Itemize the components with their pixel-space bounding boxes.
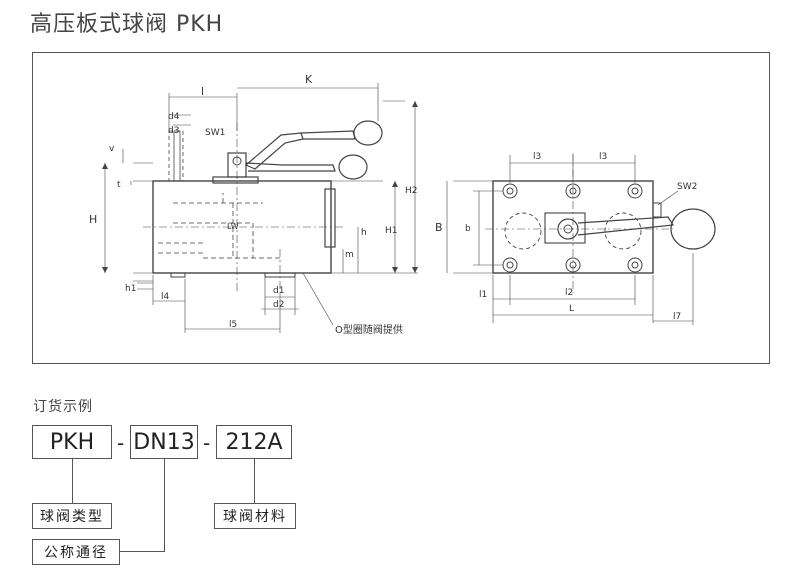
technical-drawing: l K d4 d3 SW1 v t H H2 H1 h m LW h1 l4 l… [89, 73, 716, 336]
dim-H: H [89, 213, 97, 226]
separator-1: - [117, 431, 125, 455]
connector-material [254, 459, 255, 503]
separator-2: - [203, 431, 211, 455]
connector-dn-vertical [164, 459, 165, 551]
dim-SW2: SW2 [677, 182, 697, 192]
dim-LW: LW [227, 222, 239, 231]
dim-SW1: SW1 [205, 128, 225, 138]
dim-H2: H2 [405, 186, 418, 196]
dim-b: b [465, 224, 471, 234]
dim-d3: d3 [168, 126, 179, 136]
dim-d4: d4 [168, 112, 180, 122]
dim-t: t [117, 180, 121, 190]
dim-l3-left: l3 [533, 152, 541, 162]
dim-h: h [361, 228, 367, 238]
code-box-dn: DN13 [130, 425, 198, 459]
code-box-material: 212A [216, 425, 292, 459]
dim-l4: l4 [161, 292, 170, 302]
label-valve-material: 球阀材料 [214, 503, 296, 529]
dim-d2: d2 [273, 300, 284, 310]
dim-H1: H1 [385, 226, 398, 236]
dim-l2: l2 [565, 288, 573, 298]
page-title: 高压板式球阀 PKH [30, 12, 224, 37]
dim-l7: l7 [673, 312, 681, 322]
dim-l5: l5 [229, 320, 237, 330]
side-view [102, 83, 418, 333]
dim-B: B [435, 221, 443, 234]
dim-l1: l1 [479, 290, 487, 300]
dim-m: m [345, 250, 354, 260]
dim-h1: h1 [125, 284, 136, 294]
label-nominal-diameter: 公称通径 [32, 539, 120, 565]
top-view [446, 153, 716, 325]
oring-note: O型圈随阀提供 [335, 323, 403, 336]
dim-d1: d1 [273, 286, 284, 296]
connector-dn-horizontal [120, 551, 165, 552]
order-example-title: 订货示例 [33, 399, 93, 415]
label-valve-type: 球阀类型 [32, 503, 112, 529]
dim-K: K [305, 73, 313, 86]
code-box-type: PKH [32, 425, 112, 459]
dim-v: v [109, 144, 115, 154]
technical-drawing-frame: l K d4 d3 SW1 v t H H2 H1 h m LW h1 l4 l… [32, 52, 770, 364]
dim-l3-right: l3 [599, 152, 607, 162]
dim-l: l [201, 85, 204, 98]
dim-L: L [569, 304, 574, 314]
connector-type [72, 459, 73, 503]
